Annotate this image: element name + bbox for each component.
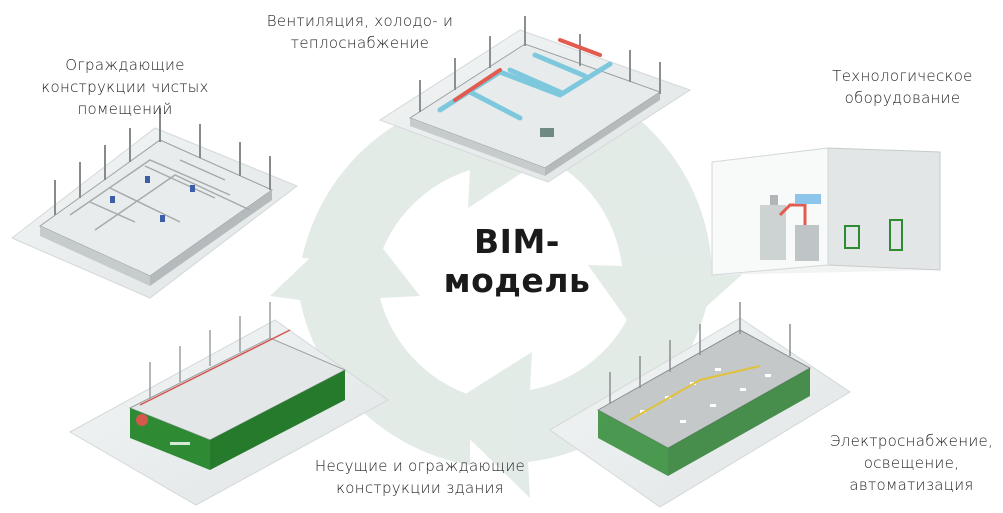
label-line: Электроснабжение, bbox=[829, 432, 994, 450]
label-line: Вентиляция, холодо- и bbox=[266, 12, 454, 30]
label-equipment: Технологическое оборудование bbox=[805, 65, 1000, 109]
label-line: освещение, bbox=[863, 454, 960, 472]
electric-model-illustration bbox=[549, 302, 851, 508]
label-building-structures: Несущие и ограждающие конструкции здания bbox=[295, 455, 545, 499]
label-line: помещений bbox=[77, 100, 173, 118]
label-line: Технологическое bbox=[832, 67, 973, 85]
label-line: Ограждающие bbox=[65, 56, 185, 74]
label-line: автоматизация bbox=[849, 476, 974, 494]
label-line: Несущие и ограждающие bbox=[314, 457, 526, 475]
equipment-model-illustration bbox=[711, 147, 941, 276]
label-electrical: Электроснабжение, освещение, автоматизац… bbox=[820, 430, 1003, 496]
label-line: конструкции чистых bbox=[41, 78, 209, 96]
label-cleanroom-enclosures: Ограждающие конструкции чистых помещений bbox=[30, 54, 220, 120]
label-line: оборудование bbox=[844, 89, 961, 107]
center-title: BIM-модель bbox=[443, 222, 591, 300]
hvac-model-illustration bbox=[378, 16, 692, 183]
label-line: конструкции здания bbox=[336, 479, 504, 497]
building-model-illustration bbox=[68, 302, 389, 506]
label-line: теплоснабжение bbox=[290, 34, 430, 52]
cleanroom-model-illustration bbox=[11, 108, 298, 299]
label-hvac: Вентиляция, холодо- и теплоснабжение bbox=[255, 10, 465, 54]
